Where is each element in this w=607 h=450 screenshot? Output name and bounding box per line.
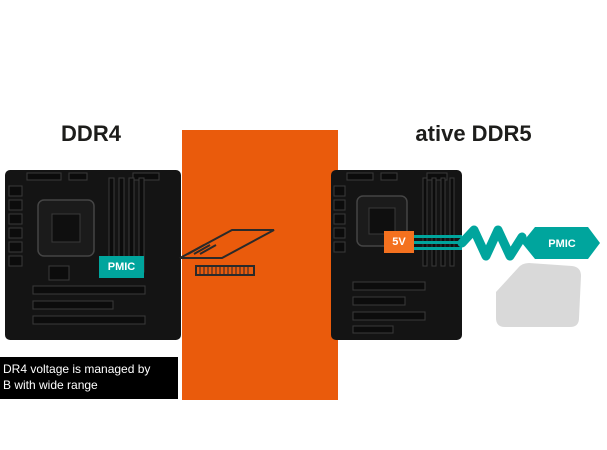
pmic-right-label: PMIC bbox=[548, 238, 576, 250]
grey-callout-shape bbox=[496, 263, 581, 327]
power-stripes-icon bbox=[410, 235, 462, 250]
pmic-power-wave-arrow: PMIC bbox=[410, 225, 600, 261]
caption-line-2: B with wide range bbox=[3, 378, 98, 392]
pmic-left-label: PMIC bbox=[99, 256, 144, 278]
left-title-text: DDR4 bbox=[61, 123, 121, 146]
left-title: DDR4 bbox=[0, 123, 182, 147]
dimm-module-icon bbox=[179, 229, 275, 276]
right-title-text: ative DDR5 bbox=[415, 123, 532, 146]
left-motherboard-graphic bbox=[5, 170, 181, 340]
caption-line-1: DR4 voltage is managed by bbox=[3, 362, 151, 376]
zigzag-wave-icon bbox=[457, 225, 527, 261]
caption-box: DR4 voltage is managed by B with wide ra… bbox=[0, 357, 178, 399]
right-motherboard-graphic bbox=[331, 170, 462, 340]
pmic-lozenge bbox=[522, 227, 600, 259]
right-title: ative DDR5 bbox=[340, 123, 607, 147]
voltage-5v-label: 5V bbox=[384, 231, 414, 253]
